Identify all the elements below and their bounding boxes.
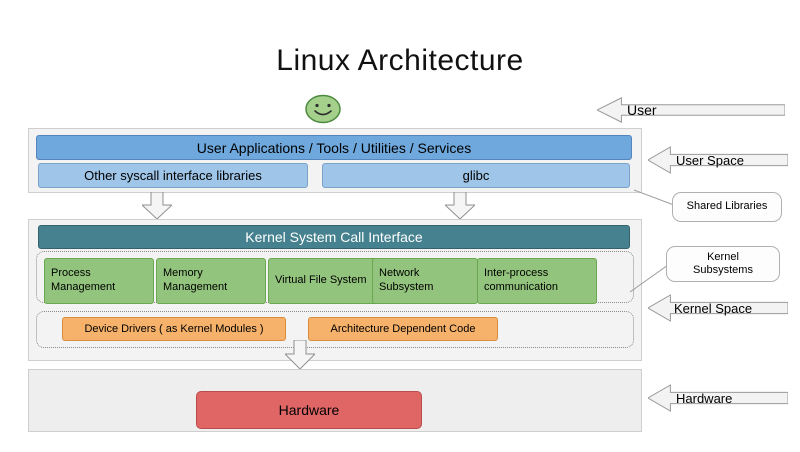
subsystem-network-subsystem: Network Subsystem: [372, 258, 478, 304]
other-syscall-libraries-box: Other syscall interface libraries: [38, 163, 308, 188]
kernel-subsystems-connector-line: [630, 264, 668, 293]
callout-user-label: User: [627, 102, 657, 118]
kernel-modules-group: [36, 311, 634, 348]
left-arrow-icon: [648, 384, 788, 412]
callout-user-space: User Space: [648, 146, 788, 174]
glibc-box: glibc: [322, 163, 630, 188]
left-arrow-icon: [597, 97, 785, 123]
shared-libraries-label: Shared Libraries: [686, 200, 768, 213]
callout-hardware-label: Hardware: [676, 390, 733, 406]
kernel-subsystems-label: Kernel Subsystems: [693, 250, 753, 276]
shared-libraries-tag: Shared Libraries: [672, 192, 782, 222]
down-arrow-icon: [285, 340, 315, 369]
kernel-subsystems-tag: Kernel Subsystems: [666, 246, 780, 282]
callout-user-space-label: User Space: [676, 152, 744, 168]
down-arrow-icon: [142, 192, 172, 219]
subsystem-process-management: Process Management: [44, 258, 154, 304]
subsystem-memory-management: Memory Management: [156, 258, 266, 304]
callout-hardware: Hardware: [648, 384, 788, 412]
callout-kernel-space-label: Kernel Space: [674, 300, 753, 316]
device-drivers-box: Device Drivers ( as Kernel Modules ): [62, 317, 286, 341]
callout-kernel-space: Kernel Space: [648, 294, 788, 322]
architecture-dependent-code-box: Architecture Dependent Code: [308, 317, 498, 341]
callout-user: User: [597, 97, 785, 123]
shared-libraries-connector-line: [634, 189, 674, 206]
subsystem-virtual-file-system: Virtual File System: [268, 258, 378, 304]
page-title: Linux Architecture: [276, 44, 524, 77]
kernel-syscall-interface-bar: Kernel System Call Interface: [38, 225, 630, 249]
left-arrow-icon: [648, 146, 788, 174]
down-arrow-icon: [445, 192, 475, 219]
left-arrow-icon: [648, 294, 788, 322]
user-smiley-icon: [305, 94, 341, 124]
subsystem-inter-process-communication: Inter-process communication: [477, 258, 597, 304]
hardware-box: Hardware: [196, 391, 422, 429]
user-applications-bar: User Applications / Tools / Utilities / …: [36, 135, 632, 160]
